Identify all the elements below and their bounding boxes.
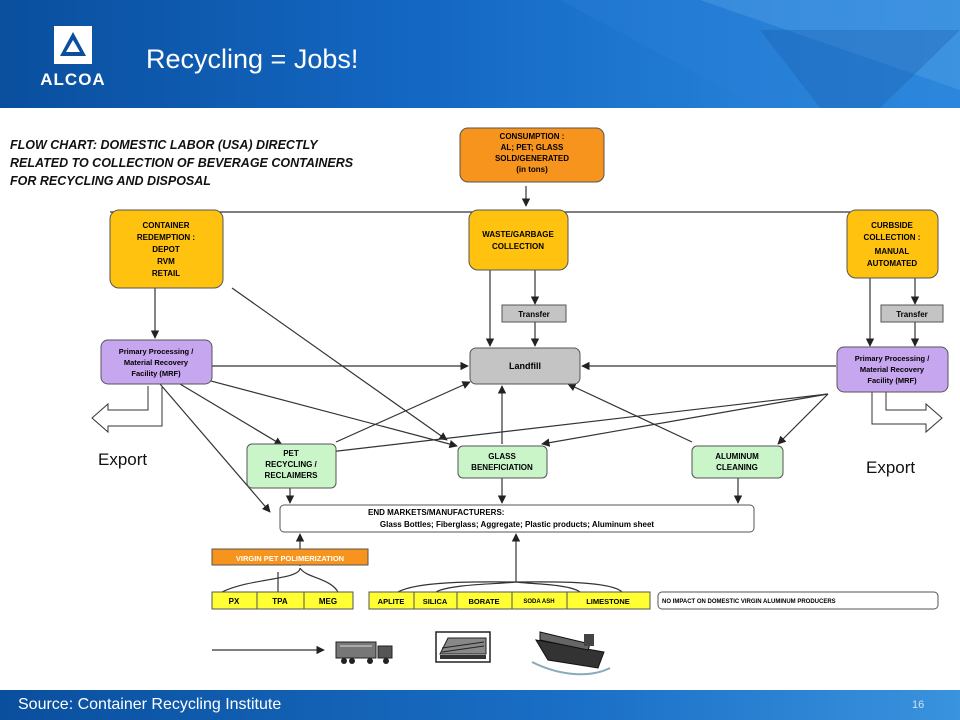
svg-text:MANUAL: MANUAL	[875, 247, 910, 256]
svg-text:TPA: TPA	[272, 597, 288, 606]
svg-text:DEPOT: DEPOT	[152, 245, 180, 254]
svg-text:CONSUMPTION :: CONSUMPTION :	[500, 132, 565, 141]
header-decoration	[560, 0, 960, 108]
svg-text:SILICA: SILICA	[423, 597, 448, 606]
svg-text:Transfer: Transfer	[518, 310, 550, 319]
svg-text:GLASS: GLASS	[488, 452, 516, 461]
node-no-impact: NO IMPACT ON DOMESTIC VIRGIN ALUMINUM PR…	[657, 591, 939, 610]
svg-text:BORATE: BORATE	[468, 597, 499, 606]
chart-title-line: FOR RECYCLING AND DISPOSAL	[10, 174, 211, 188]
logo-text: ALCOA	[40, 70, 106, 89]
node-aplite: APLITE	[368, 591, 415, 610]
node-glass-beneficiation: GLASS BENEFICIATION	[457, 445, 548, 479]
svg-text:PX: PX	[229, 597, 240, 606]
svg-text:ALUMINUM: ALUMINUM	[715, 452, 759, 461]
export-label-right: Export	[866, 458, 916, 477]
svg-text:Primary Processing /: Primary Processing /	[855, 354, 931, 363]
node-landfill: Landfill	[469, 347, 581, 385]
export-label-left: Export	[98, 450, 148, 469]
svg-text:LIMESTONE: LIMESTONE	[586, 597, 630, 606]
flow-diagram: CONSUMPTION : AL; PET; GLASS SOLD/GENERA…	[91, 127, 949, 676]
node-curbside-collection: CURBSIDE COLLECTION : MANUAL AUTOMATED	[846, 209, 939, 279]
svg-text:END MARKETS/MANUFACTURERS:: END MARKETS/MANUFACTURERS:	[368, 508, 504, 517]
node-mrf-left: Primary Processing / Material Recovery F…	[100, 339, 213, 385]
header-bar: ALCOA Recycling = Jobs!	[0, 0, 960, 108]
ship-icon	[531, 631, 611, 676]
svg-text:NO IMPACT ON DOMESTIC VIRGIN: NO IMPACT ON DOMESTIC VIRGIN ALUMINUM PR…	[662, 599, 836, 605]
chart-title-line: FLOW CHART: DOMESTIC LABOR (USA) DIRECTL…	[10, 138, 318, 152]
svg-text:WASTE/GARBAGE: WASTE/GARBAGE	[482, 230, 554, 239]
svg-text:COLLECTION: COLLECTION	[492, 242, 544, 251]
node-tpa: TPA	[256, 591, 305, 610]
svg-text:BENEFICIATION: BENEFICIATION	[471, 463, 533, 472]
svg-text:SOLD/GENERATED: SOLD/GENERATED	[495, 154, 569, 163]
node-limestone: LIMESTONE	[566, 591, 651, 610]
node-borate: BORATE	[456, 591, 513, 610]
page-title: Recycling = Jobs!	[146, 44, 359, 74]
svg-text:RVM: RVM	[157, 257, 175, 266]
svg-text:CONTAINER: CONTAINER	[143, 221, 190, 230]
node-end-markets: END MARKETS/MANUFACTURERS: Glass Bottles…	[279, 504, 755, 533]
svg-text:Landfill: Landfill	[509, 361, 541, 371]
node-virgin-pet: VIRGIN PET POLIMERIZATION	[211, 548, 369, 566]
alcoa-logo	[54, 26, 92, 64]
train-icon	[435, 631, 491, 663]
node-transfer-right: Transfer	[880, 304, 944, 323]
node-mrf-right: Primary Processing / Material Recovery F…	[836, 346, 949, 393]
svg-text:(in tons): (in tons)	[516, 165, 548, 174]
chart-title: FLOW CHART: DOMESTIC LABOR (USA) DIRECTL…	[10, 136, 470, 190]
svg-text:Material Recovery: Material Recovery	[124, 358, 189, 367]
svg-text:APLITE: APLITE	[378, 597, 405, 606]
svg-text:AL; PET; GLASS: AL; PET; GLASS	[501, 143, 564, 152]
node-silica: SILICA	[413, 591, 458, 610]
node-meg: MEG	[303, 591, 354, 610]
svg-text:MEG: MEG	[319, 597, 337, 606]
svg-text:AUTOMATED: AUTOMATED	[867, 259, 918, 268]
svg-text:Material Recovery: Material Recovery	[860, 365, 925, 374]
truck-icon	[335, 641, 393, 664]
page-number: 16	[912, 699, 925, 711]
node-consumption: CONSUMPTION : AL; PET; GLASS SOLD/GENERA…	[459, 127, 605, 183]
svg-text:REDEMPTION :: REDEMPTION :	[137, 233, 195, 242]
export-arrow-left	[91, 386, 163, 434]
svg-text:SODA ASH: SODA ASH	[523, 599, 554, 605]
svg-text:CURBSIDE: CURBSIDE	[871, 221, 913, 230]
source-text: Source: Container Recycling Institute	[18, 696, 282, 713]
node-px: PX	[211, 591, 258, 610]
node-transfer-left: Transfer	[501, 304, 567, 323]
svg-text:VIRGIN PET POLIMERIZATION: VIRGIN PET POLIMERIZATION	[236, 554, 344, 563]
svg-text:CLEANING: CLEANING	[716, 463, 758, 472]
node-soda-ash: SODA ASH	[511, 591, 568, 610]
svg-text:Facility (MRF): Facility (MRF)	[131, 369, 181, 378]
svg-text:RECLAIMERS: RECLAIMERS	[265, 471, 319, 480]
node-container-redemption: CONTAINER REDEMPTION : DEPOT RVM RETAIL	[109, 209, 224, 289]
node-aluminum-cleaning: ALUMINUM CLEANING	[691, 445, 784, 479]
svg-text:COLLECTION :: COLLECTION :	[864, 233, 921, 242]
svg-text:RECYCLING /: RECYCLING /	[265, 460, 317, 469]
svg-text:Transfer: Transfer	[896, 310, 928, 319]
node-pet-recycling: PET RECYCLING / RECLAIMERS	[246, 443, 337, 489]
node-waste-collection: WASTE/GARBAGE COLLECTION	[468, 209, 569, 271]
svg-text:Glass Bottles; Fiberglass; Agg: Glass Bottles; Fiberglass; Aggregate; Pl…	[380, 520, 654, 529]
svg-text:Primary Processing /: Primary Processing /	[119, 347, 195, 356]
svg-text:RETAIL: RETAIL	[152, 269, 180, 278]
footer-bar: Source: Container Recycling Institute 16	[0, 690, 960, 720]
export-arrow-right	[871, 392, 943, 434]
svg-text:Facility (MRF): Facility (MRF)	[867, 376, 917, 385]
chart-title-line: RELATED TO COLLECTION OF BEVERAGE CONTAI…	[10, 156, 354, 170]
svg-text:PET: PET	[283, 449, 299, 458]
connector-lines	[110, 186, 920, 655]
